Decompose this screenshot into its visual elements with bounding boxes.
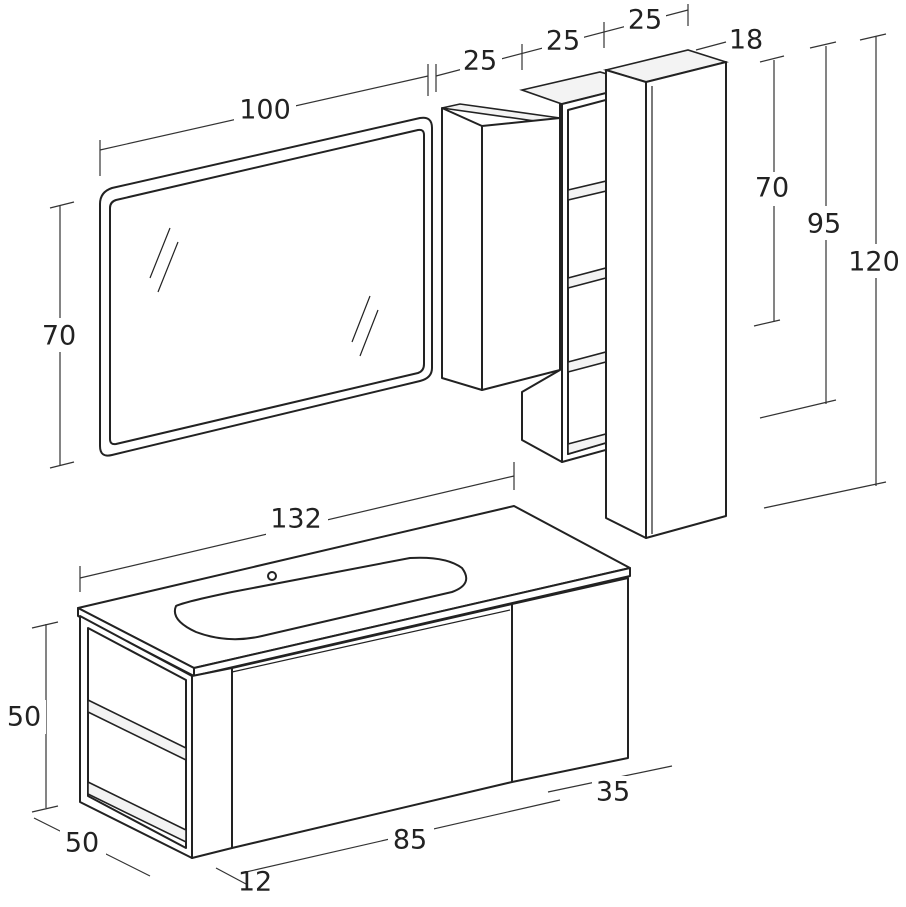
wall-unit-height-label: 70 bbox=[755, 173, 789, 204]
mirror-reflection-marks bbox=[149, 227, 379, 357]
cabinet-width-label-1: 25 bbox=[463, 46, 497, 77]
column-height-label: 120 bbox=[848, 247, 900, 278]
open-shelf-height-label: 95 bbox=[807, 209, 841, 240]
mirror-width-label: 100 bbox=[239, 95, 291, 126]
vanity-height-label: 50 bbox=[7, 702, 41, 733]
cabinet-width-label-2: 25 bbox=[546, 26, 580, 57]
vanity-width-label: 132 bbox=[270, 504, 322, 535]
basin bbox=[174, 556, 468, 641]
mirror bbox=[99, 116, 433, 457]
side-shelf-width-label: 12 bbox=[238, 867, 272, 898]
mirror-height-label: 70 bbox=[42, 321, 76, 352]
door-width-label: 35 bbox=[596, 777, 630, 808]
vanity-depth-label: 50 bbox=[65, 828, 99, 859]
drawer-width-label: 85 bbox=[393, 825, 427, 856]
dimension-labels: 100 70 25 25 25 18 70 95 120 132 50 50 1… bbox=[2, 4, 906, 898]
cabinet-width-label-3: 25 bbox=[628, 5, 662, 36]
tall-column bbox=[602, 49, 729, 539]
wall-cabinet-with-door bbox=[441, 103, 561, 391]
vanity-unit bbox=[77, 505, 631, 859]
column-depth-label: 18 bbox=[729, 25, 763, 56]
